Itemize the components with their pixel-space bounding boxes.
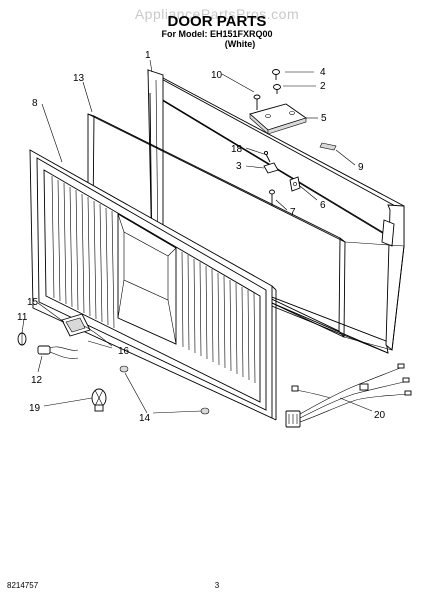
callout-13: 13 xyxy=(73,73,85,84)
callout-labels: 1 13 8 10 4 2 5 18 3 9 6 7 15 11 16 12 1… xyxy=(17,50,386,424)
callout-19: 19 xyxy=(29,403,41,414)
bolt-part-7 xyxy=(269,189,275,206)
door-switch-part-19 xyxy=(91,388,107,412)
callout-10: 10 xyxy=(211,70,223,81)
callout-9: 9 xyxy=(358,162,364,173)
watermark-text: AppliancePartsPros.com xyxy=(135,6,299,22)
hole-plug-part-14a xyxy=(119,365,129,373)
callout-4: 4 xyxy=(320,67,326,78)
page-title: DOOR PARTS xyxy=(168,13,267,30)
callout-12: 12 xyxy=(31,375,43,386)
callout-7: 7 xyxy=(290,207,296,218)
callout-15: 15 xyxy=(27,297,39,308)
callout-2: 2 xyxy=(320,81,326,92)
door-gasket-frame xyxy=(87,113,405,351)
hinge-clip-part-3 xyxy=(263,162,279,174)
model-line: For Model: EH151FXRQ00 xyxy=(161,29,272,39)
callout-16: 16 xyxy=(118,346,130,357)
screw-part-10 xyxy=(253,94,261,110)
hinge-plate-part-6 xyxy=(289,176,301,192)
callout-20: 20 xyxy=(374,410,386,421)
page-number: 3 xyxy=(215,581,220,590)
hole-plug-part-14b xyxy=(200,407,210,415)
hinge-pin-part-18 xyxy=(263,150,271,163)
leader-lines xyxy=(21,59,373,414)
door-inner-liner xyxy=(29,149,277,421)
callout-14: 14 xyxy=(139,413,151,424)
screw-part-4 xyxy=(272,69,280,80)
hinge-bracket xyxy=(249,103,308,135)
callout-6: 6 xyxy=(320,200,326,211)
callout-8: 8 xyxy=(32,98,38,109)
wire-harness-part-20 xyxy=(285,363,412,428)
light-switch-housing-part-15 xyxy=(61,313,91,337)
document-number: 8214757 xyxy=(7,581,39,590)
callout-1: 1 xyxy=(145,50,151,61)
switch-wire-part-16 xyxy=(83,325,113,347)
cover-plug-part-9 xyxy=(319,142,337,151)
callout-5: 5 xyxy=(321,113,327,124)
callout-3: 3 xyxy=(236,161,242,172)
callout-11: 11 xyxy=(17,312,28,323)
callout-18: 18 xyxy=(231,144,243,155)
light-socket-part-12 xyxy=(37,345,79,359)
nut-part-2 xyxy=(273,84,281,94)
light-bulb-part-11 xyxy=(17,332,27,346)
color-line: (White) xyxy=(225,39,256,49)
